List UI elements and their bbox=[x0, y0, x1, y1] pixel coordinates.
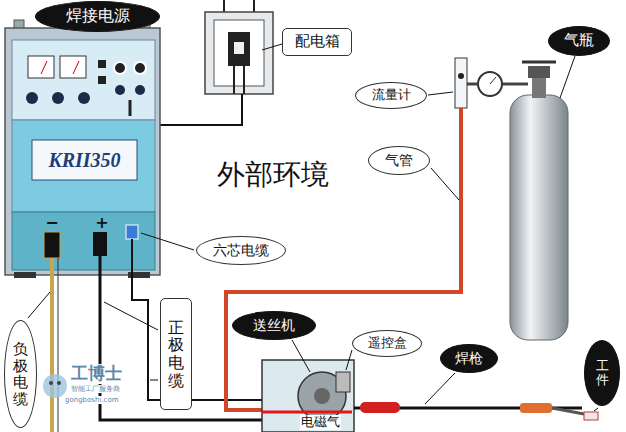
watermark-text: 智能工厂服务商 bbox=[70, 385, 121, 393]
callout-ellipse: 送丝机 bbox=[232, 311, 316, 340]
text-spot: KRII350 bbox=[32, 140, 137, 180]
callout-ellipse: 气瓶 bbox=[548, 26, 610, 56]
node-text: 气管 bbox=[385, 152, 413, 168]
text-spot: + bbox=[92, 212, 112, 232]
callout-ellipse: 遥控盒 bbox=[352, 330, 422, 357]
node-text: 外部环境 bbox=[217, 159, 329, 191]
node-text: KRII350 bbox=[48, 149, 120, 172]
callout-ellipse: 负极电缆 bbox=[4, 320, 37, 428]
node-text: 遥控盒 bbox=[368, 336, 407, 351]
callout-ellipse: 气管 bbox=[368, 146, 430, 175]
part-label: 电磁气 bbox=[300, 415, 341, 430]
node-text: 焊接电源 bbox=[66, 7, 130, 25]
node-text: 正极电缆 bbox=[168, 319, 184, 389]
callout-ellipse: 流量计 bbox=[355, 82, 427, 109]
node-text: 六芯电缆 bbox=[213, 242, 269, 258]
node-text: − bbox=[45, 213, 58, 232]
callout-box: 正极电缆 bbox=[160, 298, 192, 410]
node-text: 气瓶 bbox=[564, 32, 594, 49]
node-text: 工件 bbox=[596, 359, 609, 388]
callout-ellipse: 工件 bbox=[584, 340, 620, 406]
watermark-text: gongboshi.com bbox=[64, 396, 120, 404]
node-text: 配电箱 bbox=[295, 33, 340, 50]
watermark-text: 工博士 bbox=[70, 364, 123, 384]
callout-ellipse: 焊接电源 bbox=[35, 1, 160, 32]
callout-ellipse: 六芯电缆 bbox=[196, 236, 286, 265]
callout-box: 配电箱 bbox=[282, 28, 352, 56]
node-text: 焊枪 bbox=[455, 350, 483, 366]
callout-ellipse: 焊枪 bbox=[440, 344, 498, 373]
welding-power-source: KRII350 − + bbox=[5, 28, 160, 275]
text-spot: − bbox=[42, 212, 62, 232]
node-text: 送丝机 bbox=[253, 317, 295, 333]
node-text: 负极电缆 bbox=[13, 341, 28, 407]
node-text: + bbox=[95, 213, 108, 232]
node-text: 流量计 bbox=[372, 88, 411, 103]
environment-box: 外部环境 bbox=[205, 148, 340, 202]
